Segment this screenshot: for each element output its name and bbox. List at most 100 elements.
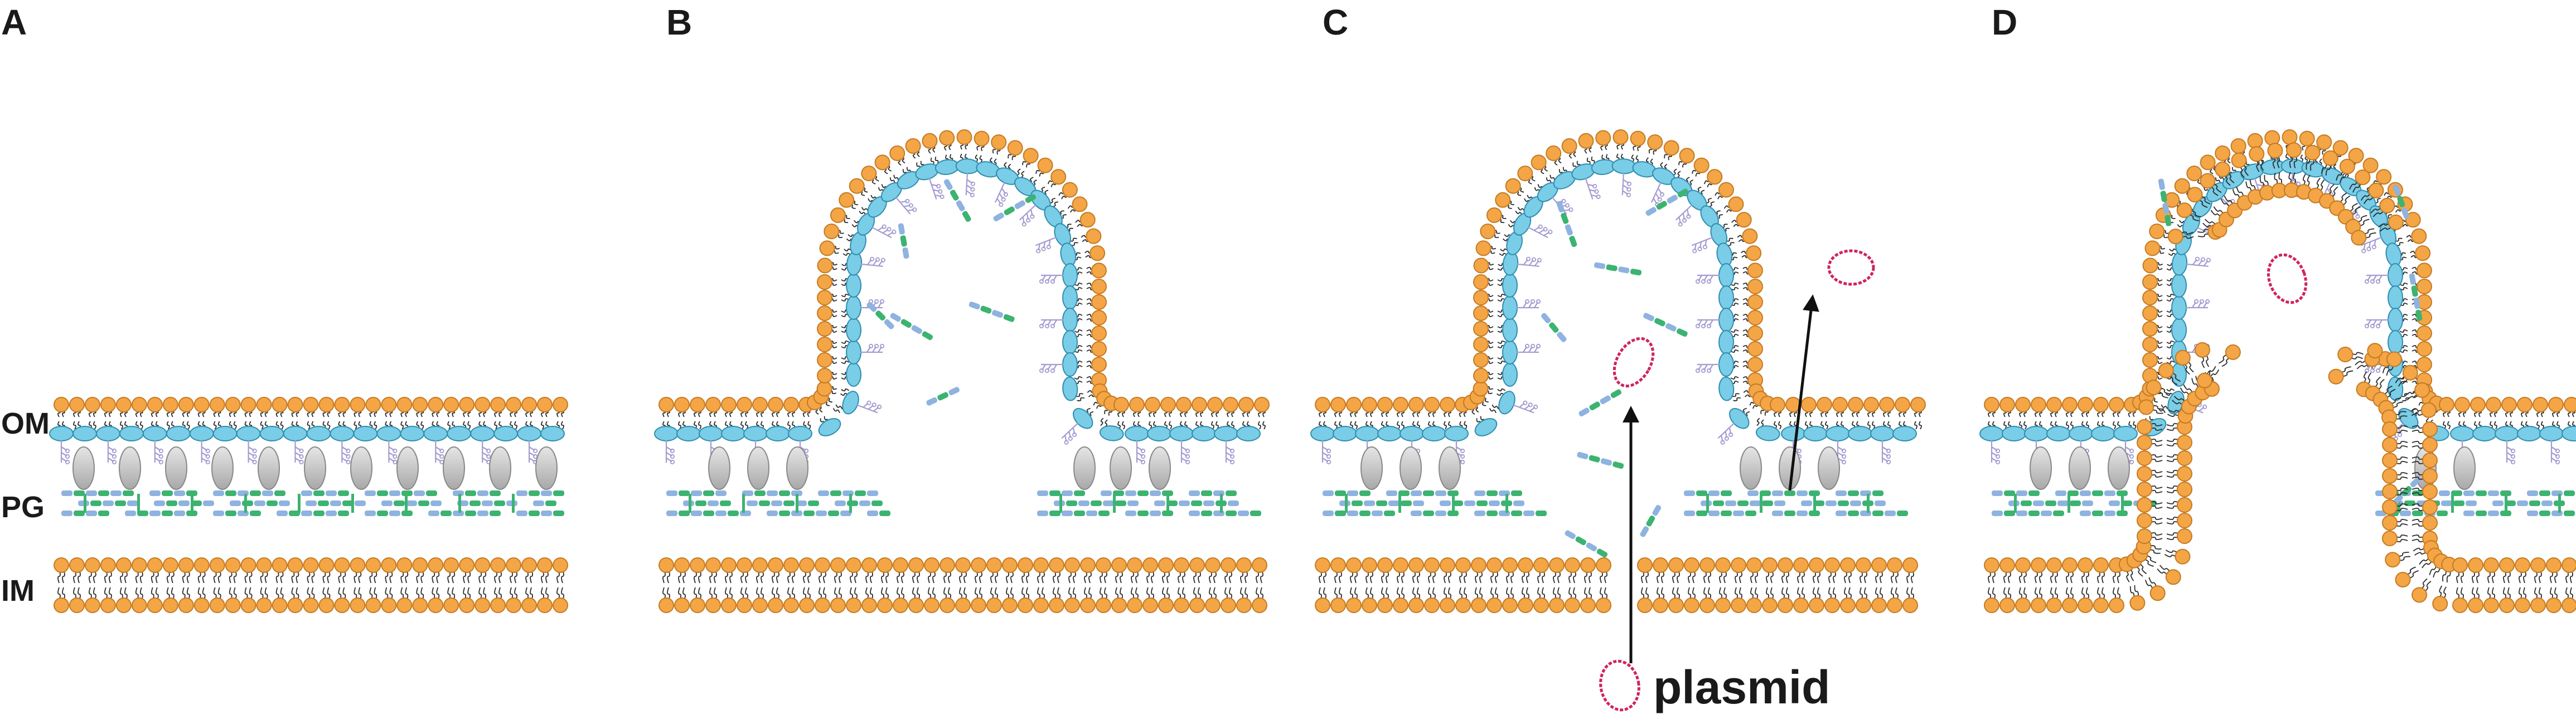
- phospholipid-head: [1475, 240, 1492, 256]
- phospholipid-head: [54, 597, 69, 613]
- phospholipid-head: [100, 557, 116, 573]
- pg-subunit: [2541, 501, 2553, 506]
- om-protein: [2069, 426, 2093, 441]
- phospholipid-head: [2470, 397, 2486, 412]
- phospholipid-head: [1762, 597, 1778, 613]
- om-protein: [1718, 263, 1734, 288]
- lps-chains: [1321, 173, 1889, 463]
- phospholipid-head: [971, 557, 986, 573]
- phospholipid-head: [1486, 207, 1502, 223]
- om-protein: [1718, 285, 1734, 310]
- phospholipid-head: [2093, 397, 2109, 412]
- phospholipid-head: [955, 557, 971, 573]
- phospholipid-head: [1111, 597, 1127, 613]
- pg-subunit: [1189, 490, 1200, 496]
- pg-subunit: [1115, 501, 1126, 506]
- pg-subunit: [859, 501, 870, 506]
- phospholipid-head: [2422, 515, 2438, 531]
- phospholipid-head: [1778, 597, 1793, 613]
- phospholipid-head: [986, 557, 1002, 573]
- om-protein: [654, 426, 679, 441]
- pg-subunit: [1074, 490, 1085, 496]
- pg-subunit: [2517, 501, 2528, 506]
- pg-crosslink: [1760, 494, 1762, 513]
- panel-letter-b: B: [666, 2, 692, 42]
- lps-sugar: [1537, 257, 1542, 263]
- phospholipid-head: [396, 397, 413, 412]
- phospholipid-head: [2231, 152, 2247, 168]
- phospholipid-head: [2078, 397, 2093, 412]
- phospholipid-head: [553, 397, 568, 412]
- pg-subunit: [1696, 511, 1707, 516]
- pg-subunit: [1137, 490, 1149, 496]
- phospholipid-head: [1023, 148, 1039, 164]
- phospholipid-head: [365, 557, 381, 573]
- phospholipid-head: [2142, 337, 2158, 352]
- om-protein: [2091, 426, 2115, 441]
- phospholipid-head: [1832, 397, 1848, 412]
- phospholipid-head: [54, 397, 69, 412]
- lps-sugar: [1543, 227, 1548, 232]
- lipoprotein-linker: [1439, 446, 1461, 490]
- om-protein: [400, 426, 425, 441]
- phospholipid-head: [819, 240, 835, 256]
- pg-subunit: [490, 511, 501, 516]
- pg-subunit: [2400, 511, 2411, 516]
- pg-subunit: [326, 490, 337, 496]
- lipid-tails: [662, 569, 1263, 601]
- pg-subunit: [900, 235, 907, 247]
- phospholipid-head: [1746, 597, 1762, 613]
- pg-fragment: [1541, 313, 1567, 342]
- pg-crosslink: [1113, 494, 1116, 513]
- pg-subunit: [922, 331, 933, 341]
- phospholipid-head: [2405, 212, 2421, 228]
- phospholipid-head: [830, 557, 846, 573]
- lps-sugar: [393, 454, 398, 459]
- phospholipid-head: [874, 154, 890, 171]
- pg-subunit: [254, 501, 265, 506]
- pg-subunit: [1511, 511, 1522, 516]
- lipid-tails: [57, 569, 564, 601]
- pg-subunit: [926, 397, 938, 406]
- pg-subunit: [1352, 501, 1363, 506]
- pg-subunit: [867, 511, 878, 516]
- phospholipid-head: [1473, 290, 1489, 305]
- phospholipid-head: [272, 557, 288, 573]
- lipoprotein-linker: [786, 446, 808, 490]
- om-protein: [1474, 418, 1498, 436]
- pg-subunit: [2016, 490, 2027, 496]
- om-protein: [2450, 426, 2475, 441]
- lps-sugar: [2364, 279, 2370, 284]
- lps-sugar: [299, 459, 304, 465]
- phospholipid-head: [1330, 557, 1346, 573]
- lps-sugar: [1706, 323, 1712, 329]
- lps-sugar: [877, 404, 882, 410]
- lps-sugar: [1995, 454, 2001, 459]
- pg-subunit: [274, 490, 285, 496]
- phospholipid-head: [2382, 484, 2398, 499]
- pg-subunit: [277, 511, 288, 516]
- pg-subunit: [1376, 501, 1387, 506]
- phospholipid-head: [2046, 597, 2062, 613]
- pg-subunit: [2162, 202, 2170, 215]
- lps-sugar: [871, 402, 877, 407]
- phospholipid-head: [1174, 597, 1189, 613]
- om-protein: [2539, 426, 2564, 441]
- phospholipid-head: [2468, 597, 2483, 613]
- phospholipid-head: [474, 597, 491, 613]
- pg-subunit: [166, 501, 177, 506]
- phospholipid-head: [2247, 133, 2263, 149]
- pg-fragment: [2409, 273, 2423, 321]
- pg-crosslink: [2451, 494, 2454, 513]
- om-protein: [1099, 425, 1124, 441]
- phospholipid-head: [2414, 382, 2430, 398]
- phospholipid-head: [817, 274, 832, 290]
- lps-sugar: [1995, 459, 2001, 465]
- pg-subunit: [691, 511, 702, 516]
- phospholipid-head: [2031, 597, 2046, 613]
- pg-subunit: [1696, 490, 1707, 496]
- phospholipid-head: [521, 597, 538, 613]
- phospholipid-head: [1440, 557, 1455, 573]
- pg-subunit: [86, 511, 97, 516]
- om-protein: [818, 418, 841, 436]
